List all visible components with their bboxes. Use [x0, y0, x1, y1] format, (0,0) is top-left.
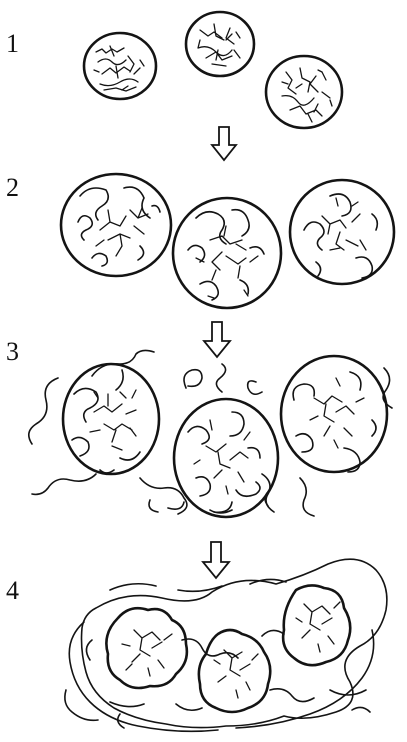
down-arrow-3: [203, 542, 229, 578]
down-arrow-1: [212, 127, 236, 160]
stage-3-granules: [29, 350, 392, 517]
granule-1c: [266, 56, 342, 128]
gel-granule-4c: [283, 585, 350, 665]
granule-2a: [61, 174, 171, 276]
granule-1a: [84, 33, 156, 99]
granule-2b: [173, 198, 281, 308]
granule-3c: [281, 356, 387, 472]
granule-2c: [290, 180, 394, 284]
granule-3b: [174, 399, 278, 517]
gel-granule-4a: [106, 608, 187, 688]
stage-2-granules: [61, 174, 394, 308]
stage-4-gel: [65, 559, 387, 731]
stage-1-granules: [84, 12, 342, 128]
gel-network-outline: [65, 559, 387, 731]
down-arrow-2: [204, 322, 230, 357]
granule-1b: [186, 12, 254, 76]
granule-3a: [63, 364, 159, 474]
gel-granule-4b: [199, 630, 270, 712]
